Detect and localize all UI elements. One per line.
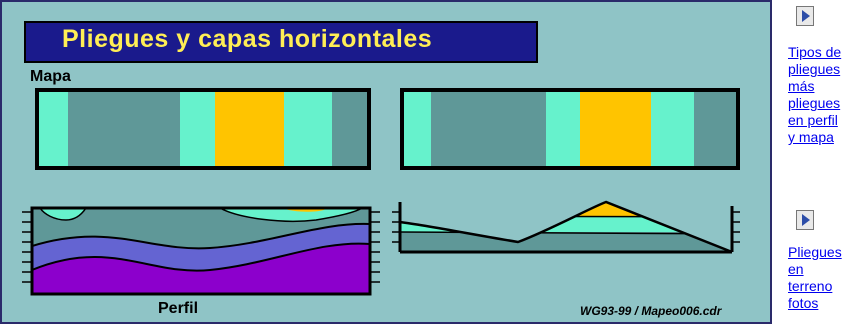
map-band-5 xyxy=(651,92,694,166)
depth-ticks-right xyxy=(392,211,740,243)
profile-frame-left xyxy=(30,206,372,296)
next-arrow-button-2[interactable] xyxy=(796,210,814,230)
map-band-1 xyxy=(39,92,69,166)
map-band-2 xyxy=(68,92,181,166)
map-view-left xyxy=(35,88,371,170)
depth-ticks-left xyxy=(22,211,380,283)
profile-label: Perfil xyxy=(158,300,199,317)
map-band-6 xyxy=(331,92,367,166)
map-view-right xyxy=(400,88,740,170)
map-band-3 xyxy=(545,92,580,166)
teal-layer-right xyxy=(400,202,732,232)
map-band-6 xyxy=(693,92,736,166)
map-band-4 xyxy=(215,92,284,166)
profile-view-right xyxy=(392,200,740,254)
profile-view-left xyxy=(22,206,380,296)
layer-boundary-2 xyxy=(400,215,732,218)
orange-layer-right xyxy=(400,202,732,216)
navigation-sidebar: Tipos de pliegues más pliegues en perfil… xyxy=(780,0,849,329)
teal-lens-right xyxy=(218,208,364,222)
right-arrow-icon xyxy=(802,214,810,226)
right-arrow-icon xyxy=(802,10,810,22)
map-band-4 xyxy=(579,92,652,166)
fold-diagram-figure: Pliegues y capas horizontales Mapa xyxy=(0,0,772,324)
map-label: Mapa xyxy=(30,68,71,85)
topography-line xyxy=(399,200,733,254)
next-arrow-button-1[interactable] xyxy=(796,6,814,26)
map-band-2 xyxy=(431,92,546,166)
teal-lens-left xyxy=(39,208,87,221)
figure-title-bar: Pliegues y capas horizontales xyxy=(24,21,538,63)
link-pliegues-en-terreno[interactable]: Pliegues en terreno fotos xyxy=(788,244,842,311)
link-tipos-de-pliegues[interactable]: Tipos de pliegues más pliegues en perfil… xyxy=(788,44,842,145)
map-band-5 xyxy=(283,92,332,166)
map-band-3 xyxy=(180,92,216,166)
file-credit: WG93-99 / Mapeo006.cdr xyxy=(580,304,722,318)
figure-title: Pliegues y capas horizontales xyxy=(62,25,433,53)
map-band-1 xyxy=(404,92,432,166)
